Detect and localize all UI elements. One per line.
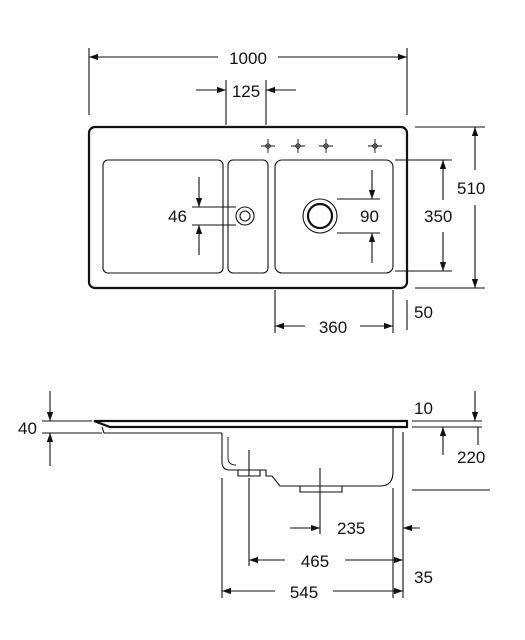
dim-label-total-width: 1000 [229,49,267,68]
tap-hole-icon [319,139,333,153]
deck-plate [93,419,409,429]
dim-bowl-depth: 350 [395,159,452,272]
dim-end-offset: 35 [392,432,433,598]
dim-label-drain-offset: 235 [337,519,365,538]
dim-drain-offset: 235 [290,468,420,538]
tap-hole-markers [261,139,382,153]
small-drain-outer [235,206,255,226]
dim-label-bowl-width: 360 [319,318,347,337]
small-drain-inner [239,210,251,222]
tap-hole-icon [261,139,275,153]
dim-total-depth: 510 [415,126,485,289]
tap-hole-icon [368,139,382,153]
large-drain-inner [306,202,334,230]
dim-label-rim-thickness: 10 [414,399,433,418]
dim-label-end-offset: 35 [414,568,433,587]
dim-label-tap-spacing: 125 [232,82,260,101]
deck-underside [101,426,222,434]
dim-bowl-height: 220 [412,427,490,491]
dim-label-deck-thickness: 40 [18,419,37,438]
dim-rim-thickness: 10 [412,391,482,428]
dim-label-cabinet-width: 545 [290,583,318,602]
bowl-profile-inner [227,437,237,466]
dim-label-large-drain: 90 [360,207,379,226]
dim-total-width: 1000 [88,48,408,115]
dim-deck-thickness: 40 [18,391,102,466]
tap-hole-icon [291,139,305,153]
large-drain-outer [302,198,338,234]
sink-top-outline [87,125,409,290]
dim-tap-spacing: 125 [196,80,296,125]
drainer-area [102,159,224,274]
large-drain-outlet [299,486,343,493]
dim-edge-offset: 50 [406,300,433,330]
main-bowl [274,159,394,274]
dim-bowl-width: 360 [274,290,394,337]
dim-label-bowl-depth: 350 [424,207,452,226]
dim-label-total-depth: 510 [457,179,485,198]
dim-cabinet-width: 545 [221,478,403,602]
dim-label-inner-width: 465 [301,552,329,571]
dim-large-drain: 90 [337,170,380,263]
top-view: 1000 125 510 350 [87,48,485,337]
dim-label-edge-offset: 50 [414,303,433,322]
side-view: 40 10 220 235 465 [18,391,490,602]
bowl-profile [221,427,394,487]
dim-label-small-drain: 46 [168,207,187,226]
small-bowl [227,159,269,274]
dim-label-bowl-height: 220 [457,448,485,467]
dim-small-drain: 46 [168,177,236,255]
